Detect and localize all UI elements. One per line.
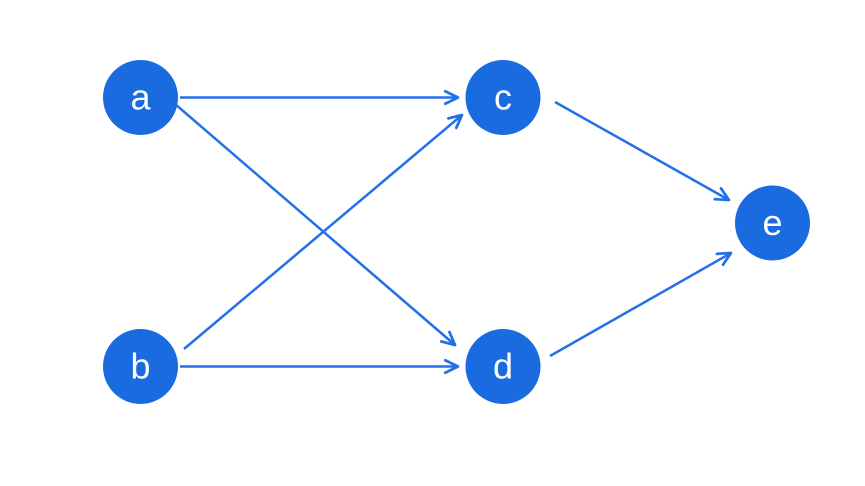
node-c-label: c <box>494 76 512 117</box>
node-e: e <box>735 185 810 261</box>
node-b: b <box>103 329 178 404</box>
node-b-label: b <box>130 345 150 386</box>
node-d-label: d <box>493 345 513 386</box>
edge-b-to-c <box>183 115 462 350</box>
edge-d-to-e <box>549 253 731 358</box>
node-d-circle <box>465 329 541 404</box>
node-a-circle <box>103 60 178 135</box>
node-c-circle <box>465 60 541 135</box>
node-a: a <box>103 60 178 135</box>
node-e-circle <box>735 185 810 261</box>
node-e-label: e <box>762 202 782 243</box>
edge-c-to-e <box>554 100 729 200</box>
node-d: d <box>465 329 541 404</box>
node-a-label: a <box>130 76 151 117</box>
edge-a-to-d <box>174 103 455 345</box>
node-c: c <box>465 60 541 135</box>
node-b-circle <box>103 329 178 404</box>
